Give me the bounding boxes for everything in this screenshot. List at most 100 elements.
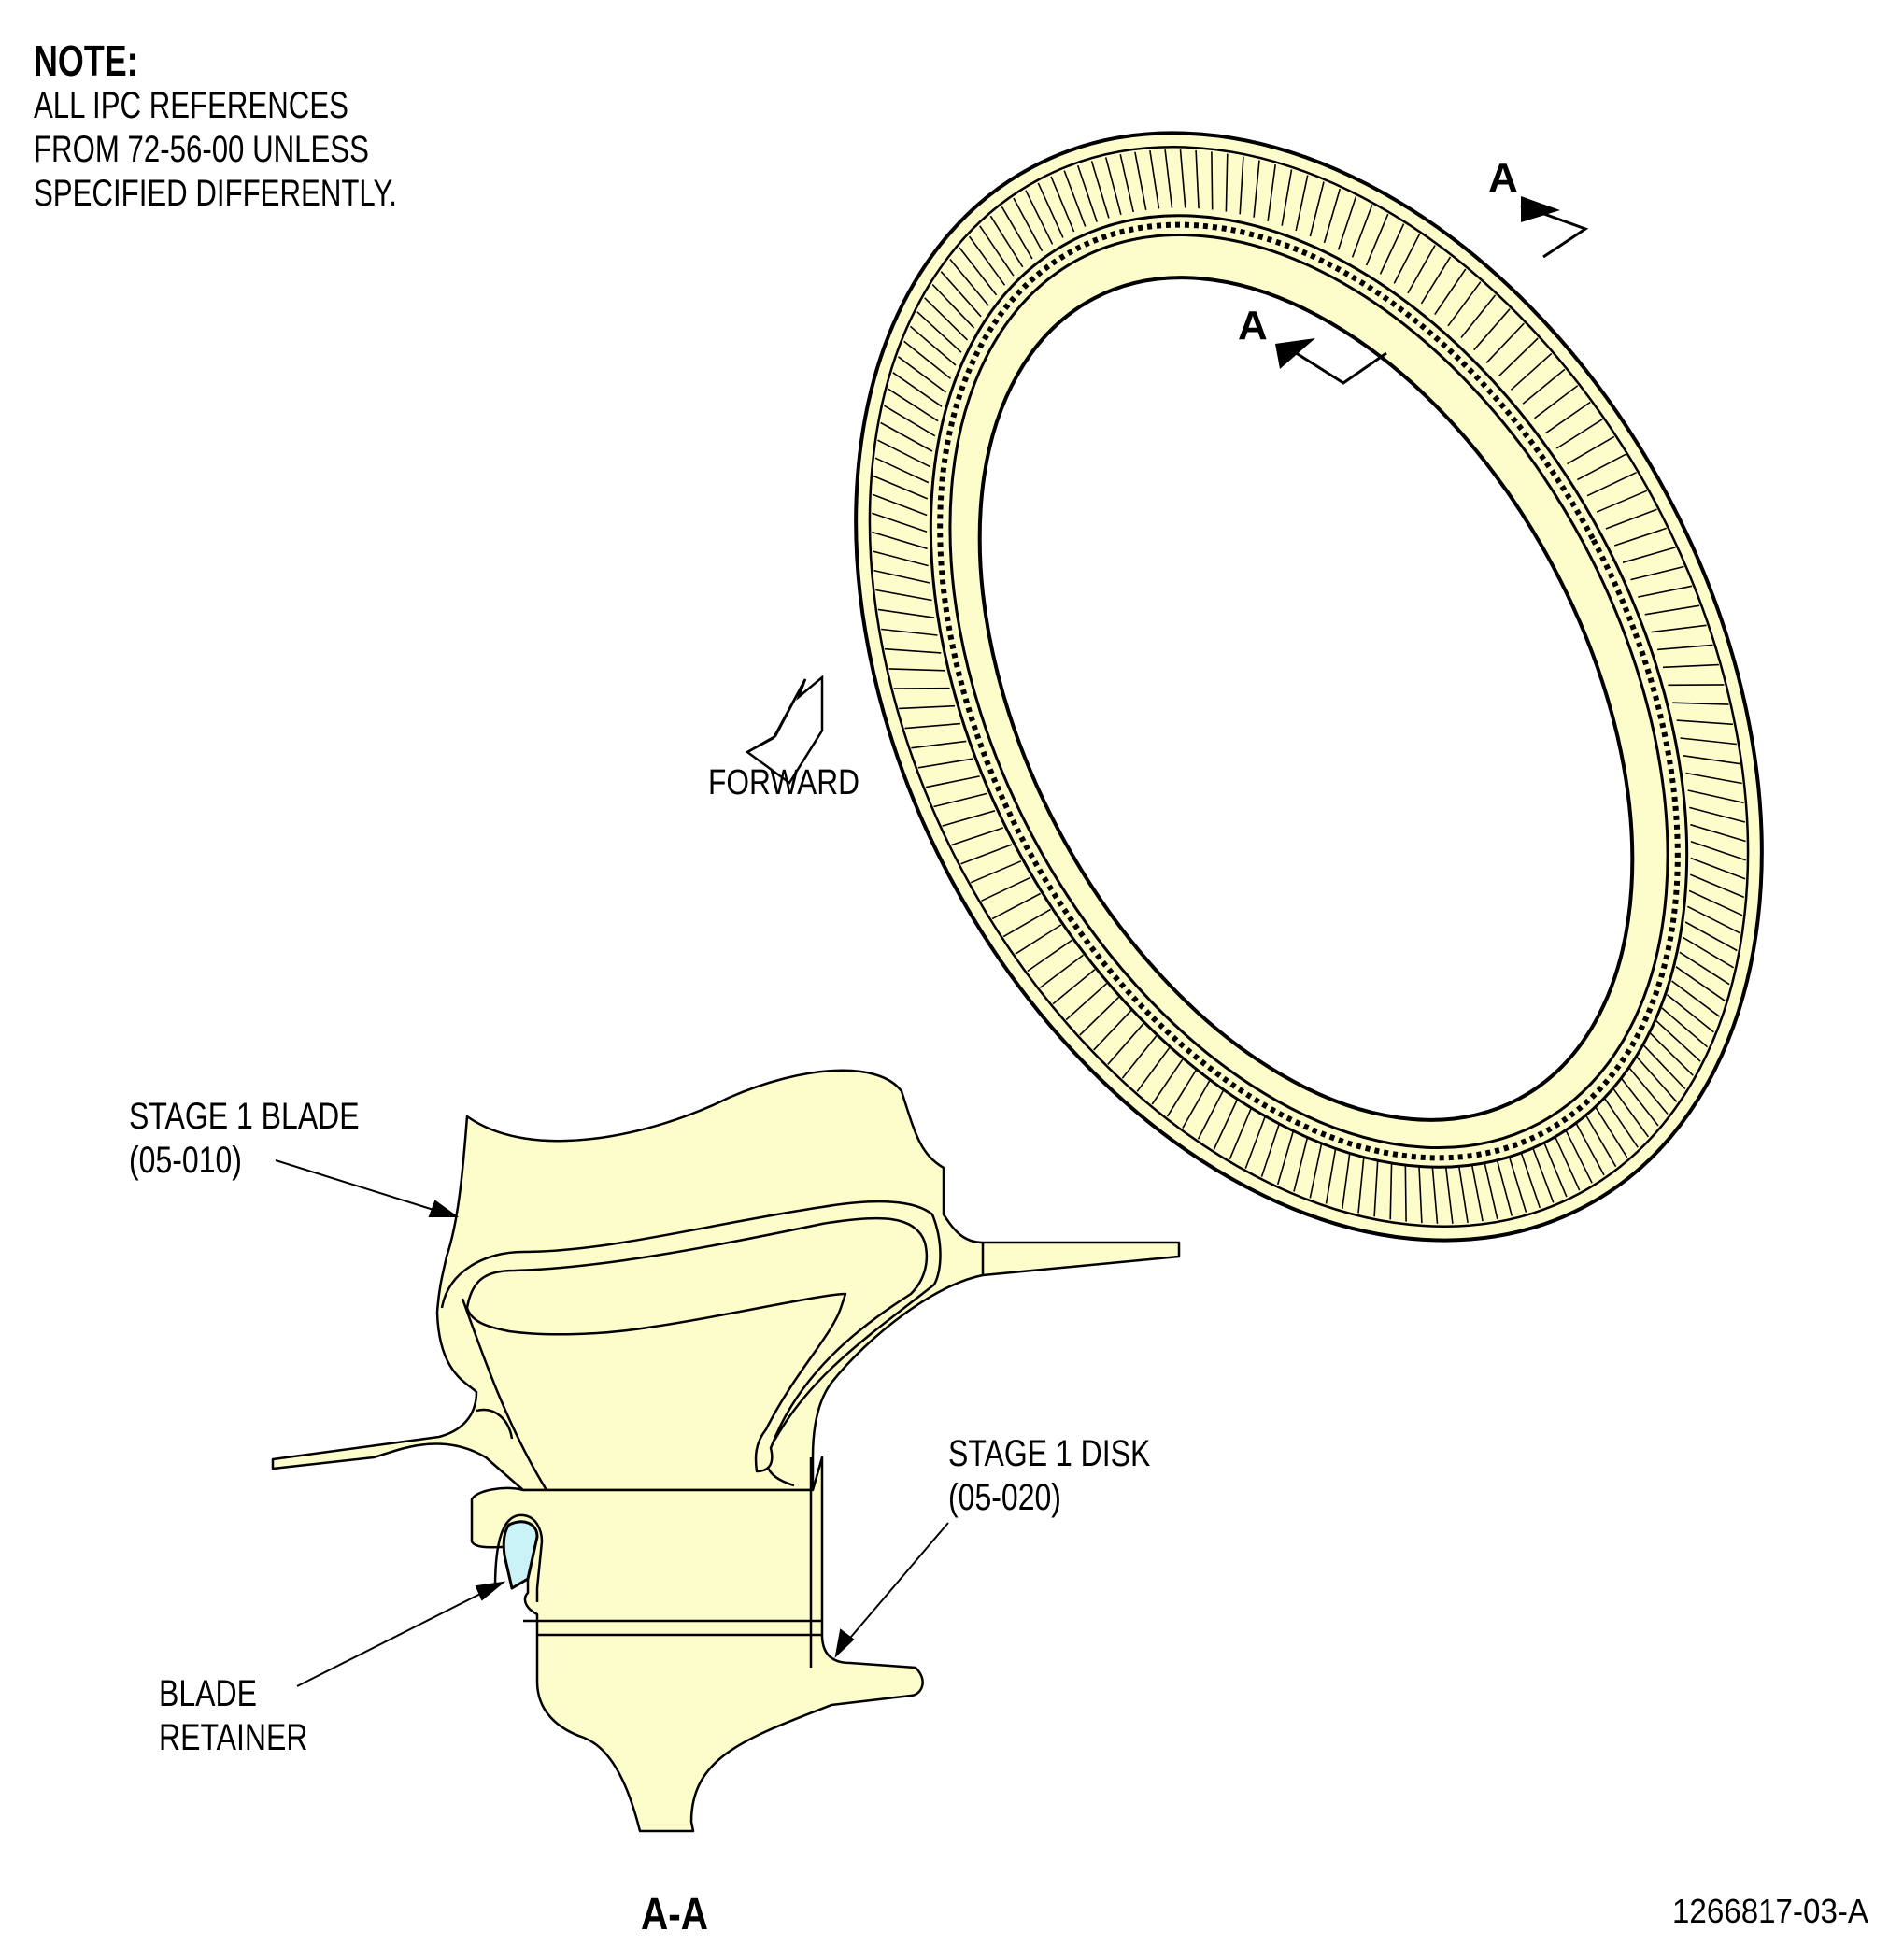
ring-blade-line (1325, 1147, 1337, 1204)
ring-blade-line (949, 258, 989, 306)
callout-stage1-disk-ref: (05-020) (948, 1477, 1061, 1518)
blade-shank-line (461, 1298, 548, 1491)
section-a-a-view (271, 1069, 1181, 1833)
leader-blade (275, 1159, 449, 1215)
leader-disk-arrowhead (834, 1628, 855, 1658)
ring-blade-line (1498, 337, 1539, 377)
ring-blade-line (1622, 547, 1676, 563)
ring-blade-line (917, 758, 973, 769)
ring-blade-line (1666, 994, 1714, 1033)
blade-ring-assembly (854, 131, 1764, 1243)
ring-blade-line (1636, 1056, 1678, 1102)
section-letter-lower: A (1238, 303, 1268, 348)
ring-blade-line (1594, 1105, 1628, 1158)
ring-blade-line (924, 297, 969, 341)
ring-blade-line (1166, 1069, 1198, 1117)
ring-blade-line (1444, 1165, 1454, 1224)
ring-blade-line (1542, 1141, 1568, 1198)
ring-blade-line (1567, 435, 1615, 465)
ring-blade-line (1612, 1087, 1650, 1138)
ring-blade-line (1675, 966, 1726, 1001)
ring-blade-line (1002, 908, 1051, 938)
ring-blade-line (1676, 719, 1734, 726)
ring-blade-line (1679, 951, 1730, 986)
leader-lines (275, 1159, 949, 1687)
leader-retainer (296, 1585, 496, 1687)
ring-blade-line (1688, 889, 1743, 916)
ring-blade-line (968, 235, 1006, 286)
callout-stage1-blade: STAGE 1 BLADE (05-010) (129, 1095, 360, 1183)
ring-blade-line (1015, 924, 1062, 955)
blade-platform-contour (440, 1200, 942, 1487)
ring-blade-line (1522, 368, 1566, 405)
ring-blade-line (1090, 161, 1110, 219)
ring-blade-line (1534, 385, 1579, 419)
ring-blade-line (1197, 1089, 1225, 1140)
ring-blade-line (989, 215, 1024, 268)
ring-blade-line (1564, 1129, 1593, 1184)
ring-blade-line (903, 340, 952, 379)
ring-blade-line (1685, 772, 1742, 785)
ring-blade-line (1661, 1007, 1709, 1048)
ring-blade-line (909, 325, 957, 366)
ring-blade-line (1671, 980, 1721, 1017)
ring-blade-line (1418, 1164, 1423, 1224)
ring-blade-line (1655, 1020, 1701, 1062)
forward-label: FORWARD (708, 763, 859, 802)
ring-blade-line (1680, 737, 1737, 746)
ring-blade-line (1050, 176, 1075, 233)
ring-blade-line (1229, 1107, 1253, 1160)
callout-blade-retainer-line2: RETAINER (159, 1717, 308, 1758)
ring-blade-line (991, 892, 1041, 920)
ring-blade-line (1065, 983, 1108, 1021)
ring-blade-line (1013, 197, 1044, 252)
ring-blade-line (1151, 1058, 1184, 1105)
ring-blade-line (1025, 190, 1054, 245)
ring-blade-line (897, 356, 946, 393)
ring-blade-line (1244, 1115, 1267, 1169)
ring-blade-line (884, 647, 942, 654)
ring-blade-line (1404, 1163, 1407, 1222)
callout-stage1-blade-name: STAGE 1 BLADE (129, 1096, 360, 1137)
ring-blade-line (1104, 157, 1122, 216)
ring-blade-line (1690, 823, 1746, 843)
ring-blade-line (1510, 352, 1553, 391)
ring-blade-line (1309, 1142, 1323, 1199)
stage1-disk-section (470, 1456, 924, 1833)
ring-blade-line (888, 388, 939, 422)
blade-cavity (465, 1216, 929, 1473)
ring-blade-line (1638, 585, 1693, 598)
ring-blade-line (1657, 644, 1713, 651)
ring-blade-line (1225, 153, 1229, 212)
section-arrow-upper (1521, 196, 1560, 222)
callout-stage1-disk-name: STAGE 1 DISK (948, 1433, 1151, 1474)
ring-blade-line (1574, 1121, 1605, 1176)
ring-blade-line (951, 827, 1004, 846)
ring-blade-line (1337, 196, 1357, 250)
ring-blade-line (1586, 471, 1637, 497)
ring-platform-serration (937, 221, 1681, 1161)
ring-blade-line (1690, 857, 1746, 880)
section-cut-line-upper (1520, 204, 1589, 259)
note-line-1: ALL IPC REFERENCES (34, 85, 348, 126)
section-cut-lower: A (1238, 303, 1387, 385)
retainer-slot-outline (493, 1513, 544, 1602)
ring-blade-line (959, 247, 998, 296)
ring-blade-line (1093, 1010, 1132, 1051)
ring-blade-line (970, 860, 1022, 884)
ring-blade-line (1182, 1079, 1211, 1129)
ring-blade-line (873, 475, 929, 500)
ring-blade-line (911, 740, 967, 749)
ring-blade-line (1554, 1135, 1581, 1191)
ring-blade-line (933, 792, 987, 808)
ring-blade-line (1164, 149, 1173, 208)
ring-blade-line (1682, 936, 1735, 969)
ring-blade-line (1555, 419, 1603, 449)
ring-blade-line (875, 589, 932, 602)
ring-blade-line (1211, 151, 1214, 210)
ring-blade-line (1342, 1152, 1351, 1210)
blade-fillet-left (476, 1408, 514, 1440)
ring-blade-line (892, 372, 943, 407)
ring-blade-line (1434, 268, 1467, 316)
ring-blade-line (1001, 206, 1033, 260)
